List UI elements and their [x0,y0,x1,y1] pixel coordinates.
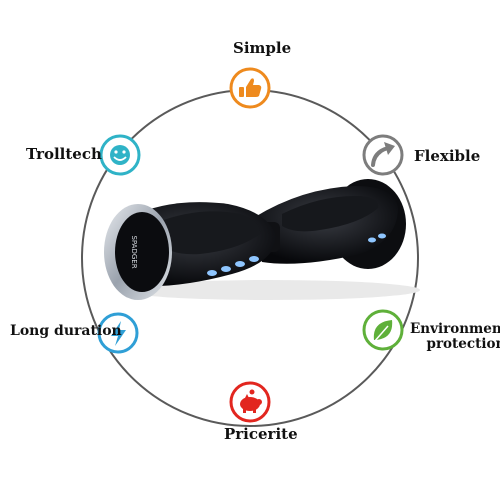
curved-arrow-icon [371,142,395,167]
smiley-face-icon [110,145,130,165]
piggy-bank-icon [240,389,262,413]
hoverboard-image: SPADGER [104,179,420,300]
long-duration-label: Long duration [10,323,122,339]
flexible-label: Flexible [414,147,481,165]
long-duration-feature [97,312,139,354]
leaf-icon [373,320,393,343]
trolltech-feature [99,134,141,176]
pricerite-label: Pricerite [224,425,298,443]
simple-feature [229,67,271,109]
thumbs-up-icon [239,78,262,97]
environmental-feature [362,309,404,351]
environmental-label-line2: protection [426,335,500,352]
pricerite-feature [229,381,271,423]
simple-label: Simple [233,39,292,57]
trolltech-label: Trolltech [26,145,102,163]
lightning-bolt-icon [111,321,126,346]
brand-text: SPADGER [130,235,138,268]
environmental-label-line1: Environmental [410,321,500,337]
environmental-label: Environmental protection [410,322,500,352]
flexible-feature [362,134,404,176]
